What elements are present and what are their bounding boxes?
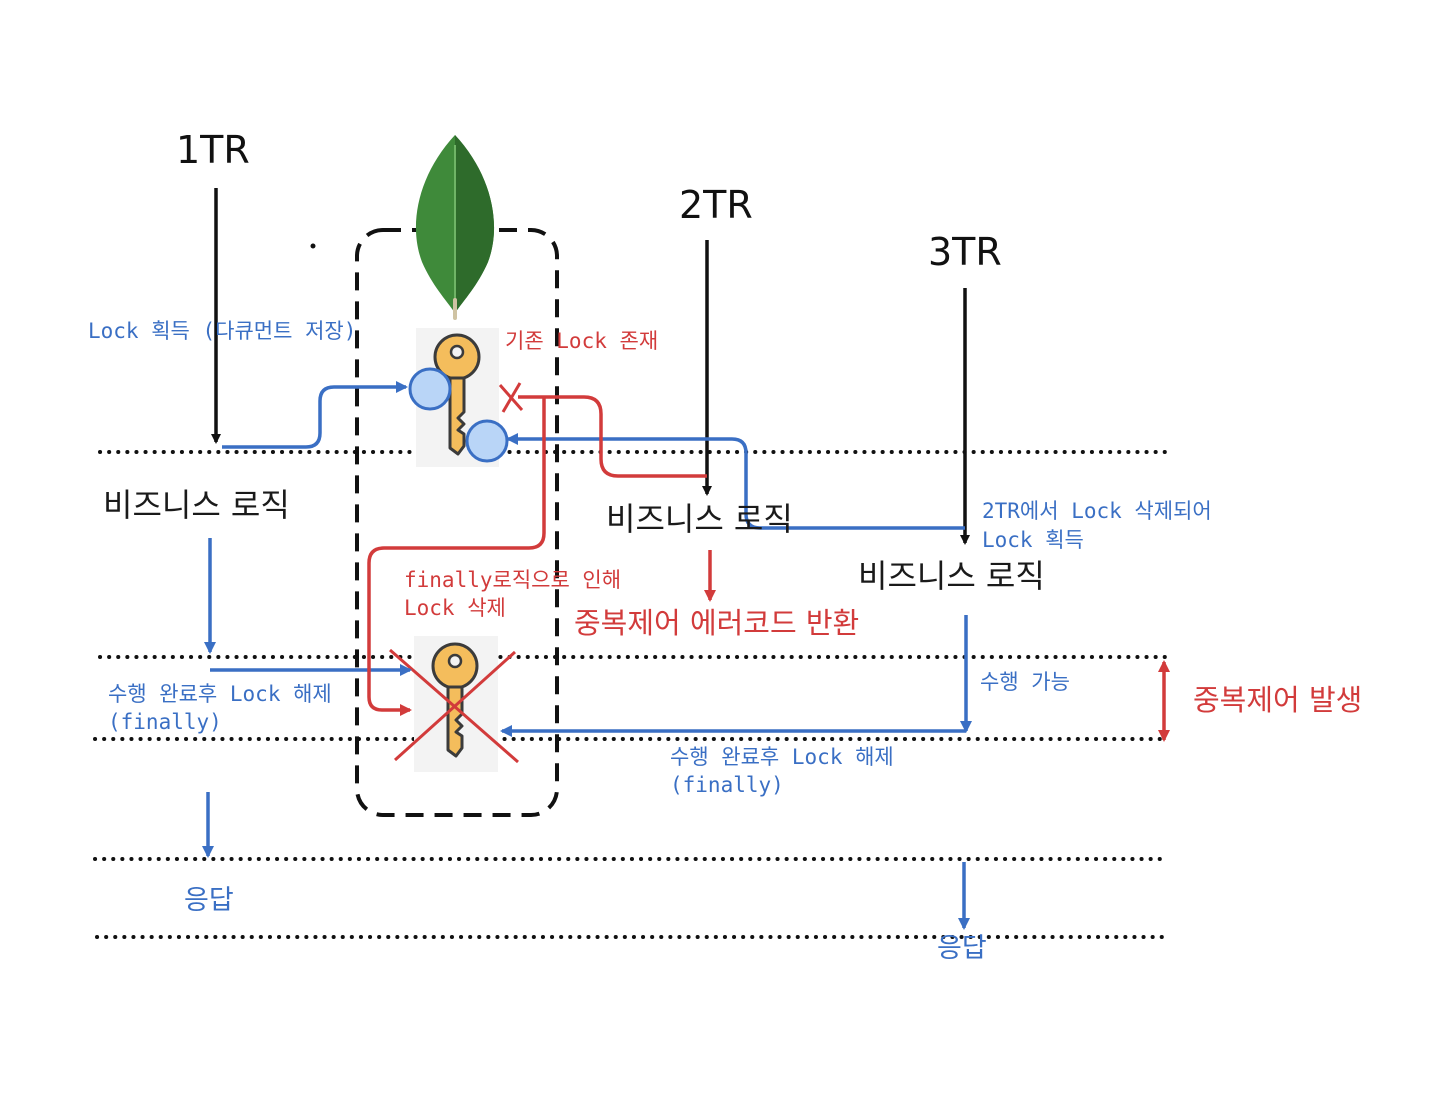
tr3-response-label: 응답 xyxy=(937,933,987,964)
lock-conflict-cross-icon xyxy=(498,382,524,413)
phase-separators xyxy=(93,450,1170,939)
tr3-release-line2: (finally) xyxy=(670,773,784,797)
stray-dot xyxy=(310,243,316,249)
finally-delete-line1: finally로직으로 인해 xyxy=(404,568,622,592)
lock-handle-tr1 xyxy=(408,367,452,411)
red-flows xyxy=(367,395,1170,742)
crossed-key-icon xyxy=(389,636,519,772)
tr3-lock-acquire-line2: Lock 획득 xyxy=(982,528,1084,552)
transaction-timelines xyxy=(211,188,970,545)
tr1-title: 1TR xyxy=(176,128,250,172)
mongodb-leaf-icon xyxy=(415,135,495,320)
tr3-acquire-flow xyxy=(506,433,965,530)
tr1-business-logic: 비즈니스 로직 xyxy=(103,486,290,524)
blue-flows xyxy=(202,381,972,930)
duplicate-error-label: 중복제어 에러코드 반환 xyxy=(574,606,860,640)
tr1-response-label: 응답 xyxy=(184,885,234,916)
tr1-release-line1: 수행 완료후 Lock 해제 xyxy=(108,682,332,706)
tr2-title: 2TR xyxy=(679,183,753,227)
executable-label: 수행 가능 xyxy=(980,670,1070,694)
tr3-release-line1: 수행 완료후 Lock 해제 xyxy=(670,745,894,769)
finally-delete-line2: Lock 삭제 xyxy=(404,596,506,620)
tr1-release-line2: (finally) xyxy=(108,710,222,734)
tr2-business-logic: 비즈니스 로직 xyxy=(606,500,793,538)
tr3-title: 3TR xyxy=(928,230,1002,274)
tr3-lock-acquire-line1: 2TR에서 Lock 삭제되어 xyxy=(982,499,1212,523)
tr2-lock-attempt-flow xyxy=(518,395,707,478)
tr3-business-logic: 비즈니스 로직 xyxy=(858,557,1045,595)
lock-acquire-label: Lock 획득 (다큐먼트 저장) xyxy=(88,319,357,343)
tr1-acquire-flow xyxy=(222,381,408,449)
lock-handle-tr3 xyxy=(465,419,509,463)
duplicate-occurs-label: 중복제어 발생 xyxy=(1193,683,1363,717)
lock-exists-label: 기존 Lock 존재 xyxy=(505,329,659,353)
tr2-finally-delete-flow xyxy=(367,397,546,716)
